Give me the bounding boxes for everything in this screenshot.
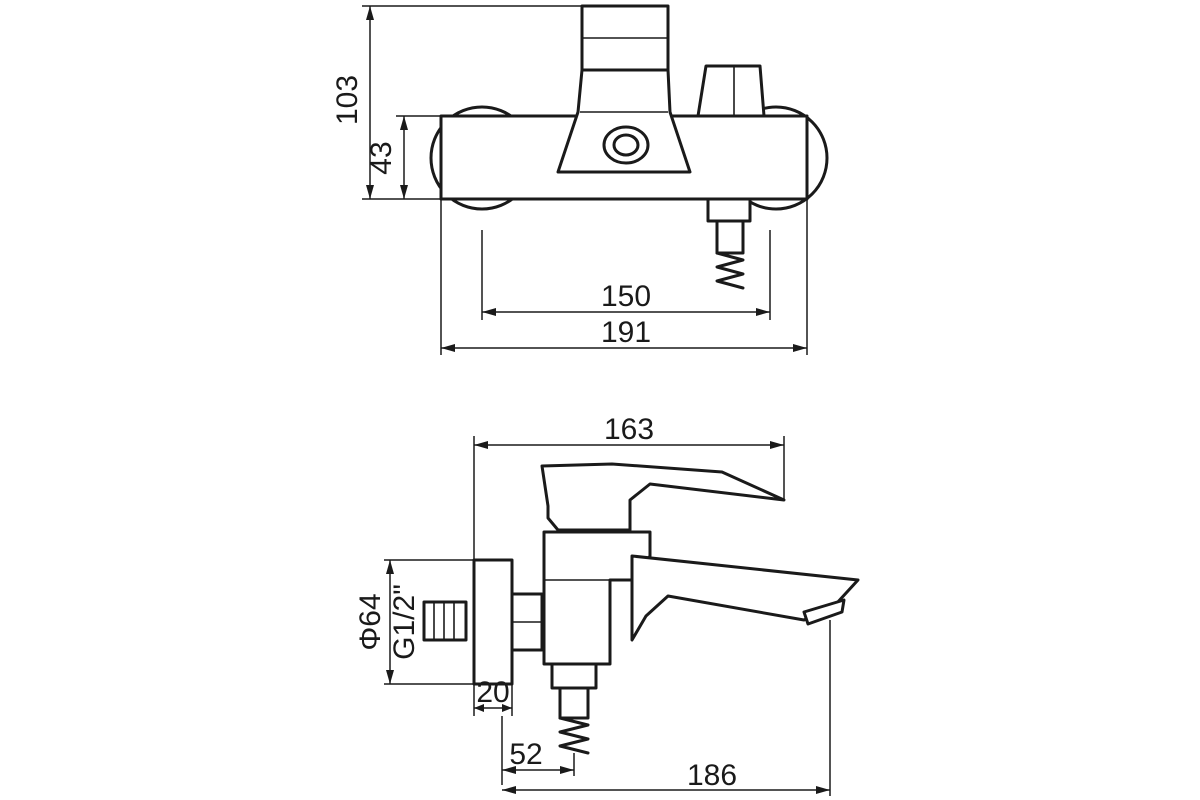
- spout: [630, 554, 860, 642]
- dim-spout-reach: 186: [687, 759, 737, 792]
- dim-height-body: 43: [365, 141, 398, 174]
- front-view-dimensions: 103 43 150 191: [331, 5, 808, 355]
- dim-handle-length: 163: [604, 413, 654, 446]
- side-view: [422, 462, 860, 755]
- dim-height-total: 103: [331, 75, 364, 125]
- side-hose-thread: [558, 716, 590, 755]
- side-hose-nut: [550, 662, 598, 690]
- side-hose-stem: [558, 686, 590, 720]
- dim-thread: G1/2": [388, 584, 421, 660]
- front-view: [429, 4, 829, 290]
- side-view-dimensions: 163 Φ64 G1/2" 20 52 186: [354, 413, 831, 796]
- dim-overall-width: 191: [601, 316, 651, 349]
- front-screw-outer: [602, 125, 650, 165]
- wall-flange: [472, 558, 514, 686]
- hose-outlet-stem: [715, 219, 745, 255]
- lever: [540, 462, 786, 532]
- dim-center-distance: 150: [601, 280, 651, 313]
- hose-outlet-nut: [706, 197, 752, 223]
- thread-inlet: [422, 600, 468, 642]
- dim-flange-diameter: Φ64: [354, 593, 387, 650]
- front-screw-inner: [612, 133, 640, 157]
- dim-outlet-offset: 52: [509, 738, 542, 771]
- aerator: [802, 598, 846, 626]
- diverter-knob: [696, 64, 766, 118]
- hose-thread: [715, 251, 745, 290]
- dim-wall-offset: 20: [476, 676, 509, 709]
